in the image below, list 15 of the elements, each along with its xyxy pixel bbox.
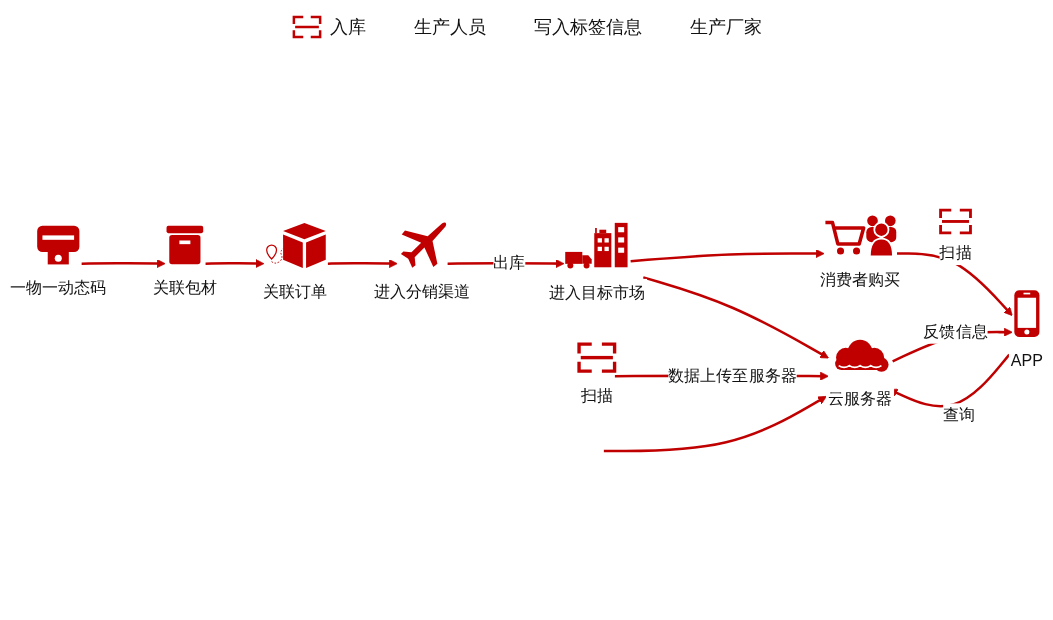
arrow — [642, 276, 829, 359]
annotation-text: 写入标签信息 — [533, 16, 642, 39]
arrow — [603, 395, 827, 453]
arrow — [81, 259, 166, 268]
arrow — [327, 259, 398, 268]
edge-label: 扫描 — [939, 244, 972, 262]
arrow — [205, 259, 265, 268]
arrow — [630, 249, 825, 263]
annotation-text: 入库 — [329, 16, 366, 39]
annotation-text: 生产厂家 — [689, 16, 762, 39]
annotation-text: 生产人员 — [413, 16, 486, 39]
edge-label: 出库 — [493, 254, 526, 272]
edge-label: 反馈信息 — [923, 322, 988, 340]
edge-label: 数据上传至服务器 — [668, 366, 797, 384]
edge-label: 查询 — [943, 406, 976, 424]
